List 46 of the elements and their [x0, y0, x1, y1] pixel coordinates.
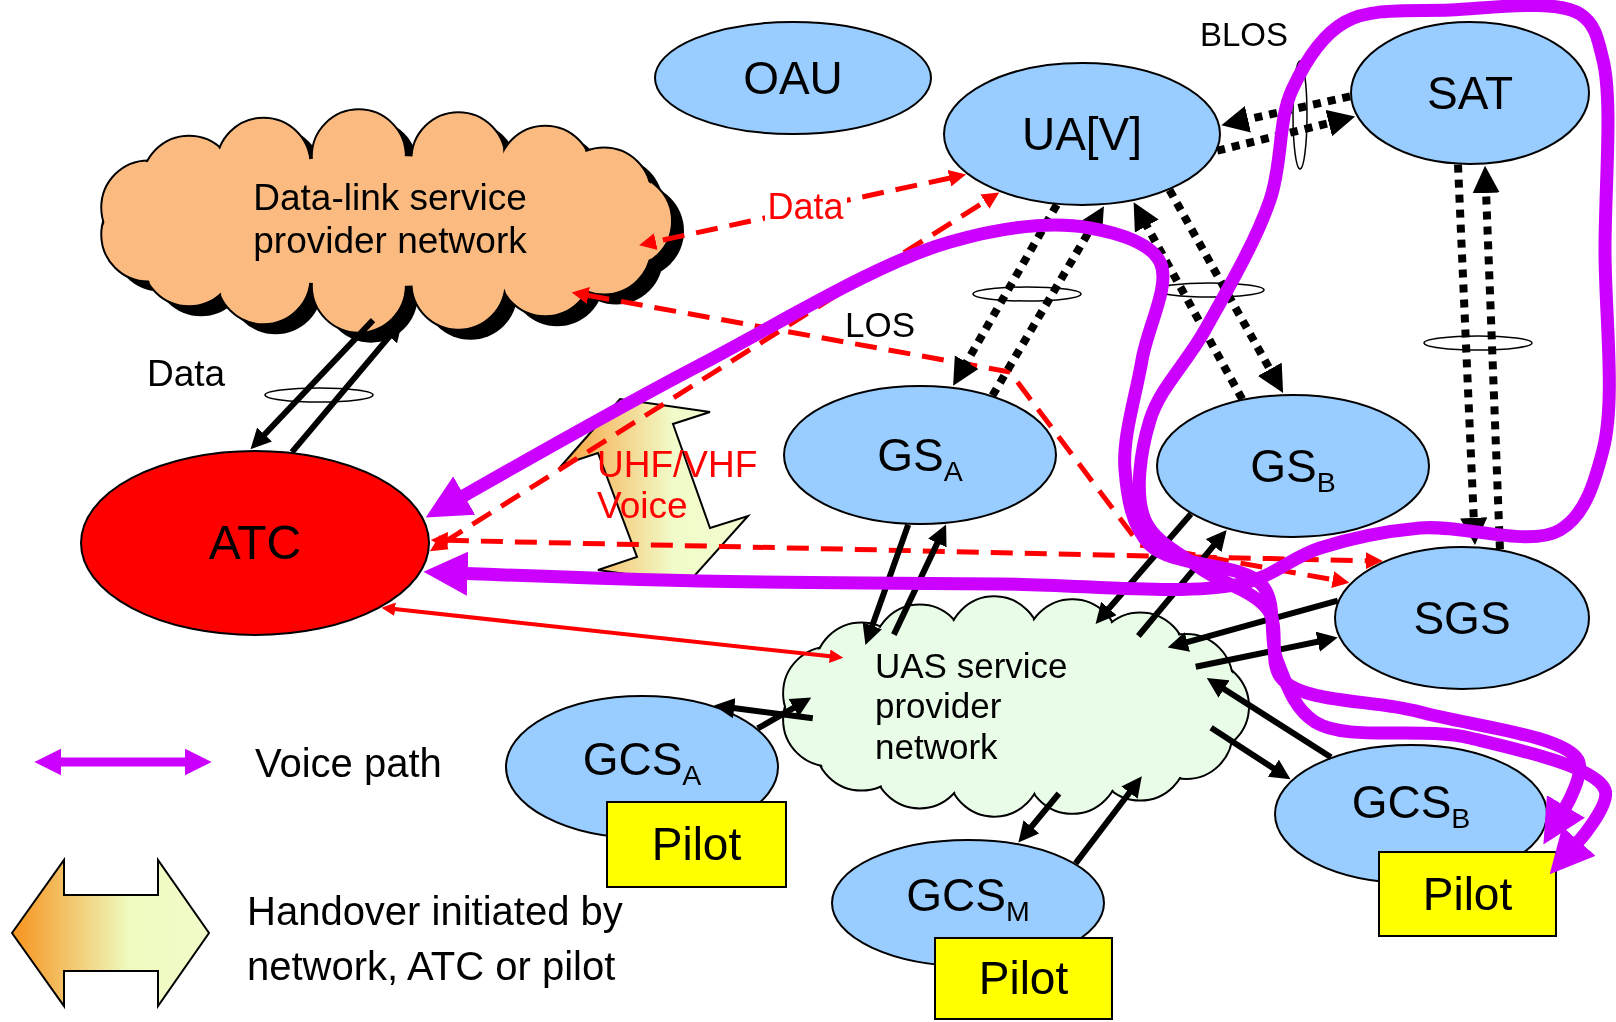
node-label: Pilot — [651, 818, 742, 871]
arrow — [756, 697, 812, 732]
arrow — [1195, 631, 1338, 670]
node-label: GCS$_{M}$ — [906, 868, 1030, 922]
dashed-arrow — [430, 531, 1383, 570]
link-label: BLOS — [1200, 16, 1289, 54]
node-label: GS$_{A}$ — [877, 428, 963, 482]
node-label: UAS service provider network — [875, 646, 1069, 767]
arrow — [250, 318, 376, 450]
node-label: SGS — [1413, 591, 1511, 645]
arrow — [1136, 530, 1227, 638]
dashed-arrow — [571, 287, 1350, 589]
arrow — [1206, 678, 1333, 760]
dashed-arrow — [1166, 187, 1284, 393]
node-label: GS$_{B}$ — [1250, 439, 1336, 493]
arrow — [1073, 776, 1142, 866]
arrow — [1018, 791, 1062, 843]
dashed-arrow — [1216, 109, 1356, 155]
dashed-arrow — [1472, 165, 1504, 550]
node-label: GCS$_{B}$ — [1351, 775, 1471, 829]
voice-path-arrow — [423, 0, 1616, 845]
node-label: Pilot — [1422, 867, 1513, 921]
node-label: Data-link service provider network — [252, 177, 528, 263]
dashed-arrow — [1133, 202, 1246, 402]
node-label: OAU — [743, 51, 843, 105]
arrow — [1167, 597, 1339, 652]
arrow — [714, 698, 814, 722]
dashed-arrow — [1221, 92, 1351, 133]
dashed-arrow — [989, 206, 1104, 398]
arrow — [862, 523, 911, 645]
node-label: Pilot — [978, 952, 1069, 1005]
arrow — [381, 602, 844, 664]
voice-path-arrow — [425, 218, 1612, 875]
link-label: LOS — [845, 305, 916, 345]
dashed-arrow — [429, 192, 1000, 552]
node-label: ATC — [208, 515, 302, 571]
node-label: UA[V] — [1021, 107, 1143, 161]
legend-label: Voice path — [255, 740, 442, 787]
dashed-arrow — [1454, 164, 1488, 545]
arrow — [891, 524, 947, 636]
arrow — [1209, 725, 1291, 780]
dashed-arrow — [953, 202, 1061, 386]
link-label: Data — [147, 353, 226, 395]
legend-label: Handover initiated by network, ATC or pilot — [247, 888, 624, 990]
node-label: SAT — [1426, 66, 1514, 120]
node-label: GCS$_{A}$ — [582, 732, 702, 786]
